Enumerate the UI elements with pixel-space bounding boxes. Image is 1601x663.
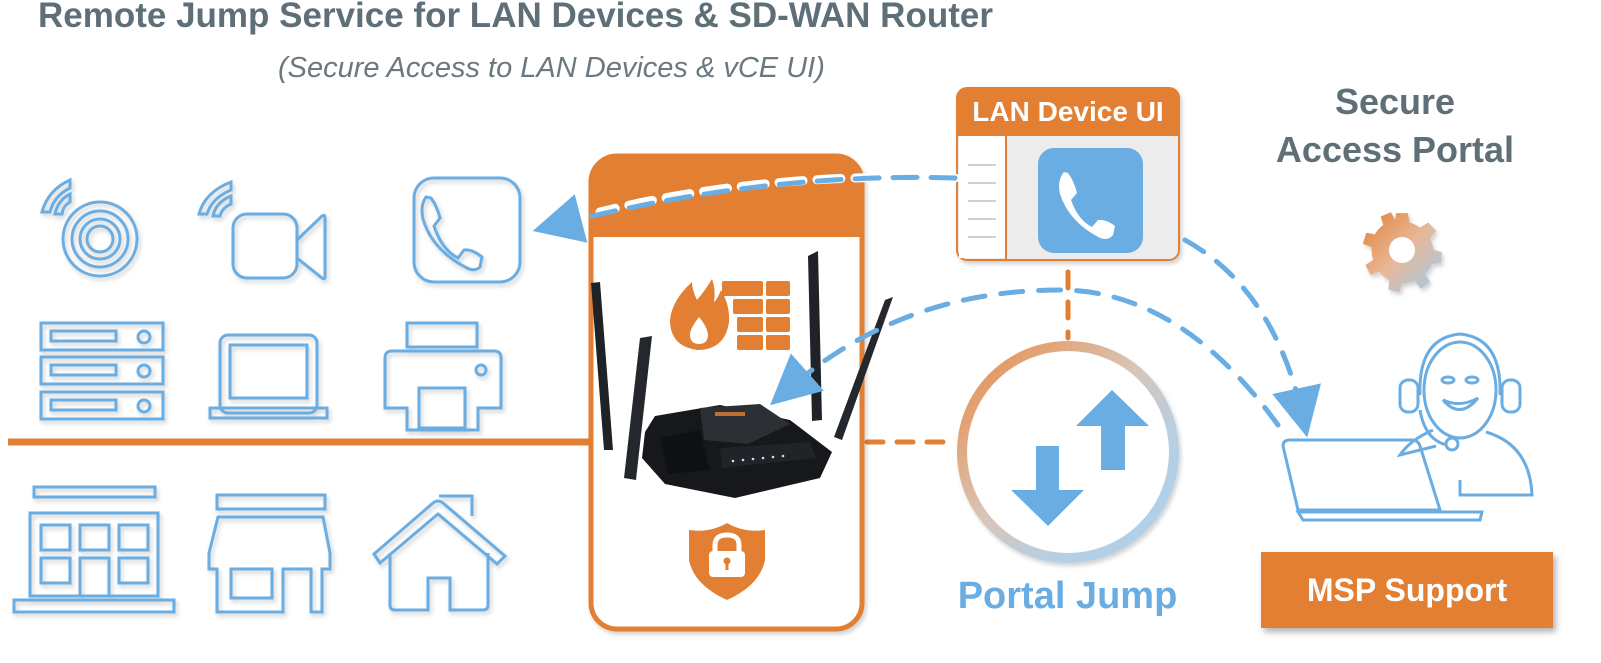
msp-to-router-flow-arrow: [770, 287, 1281, 428]
router-image: [591, 251, 893, 498]
sidebar-menu-lines: [968, 164, 996, 238]
ui-to-msp-flow-arrow: [1182, 237, 1322, 438]
phone-app-icon: [1038, 148, 1143, 253]
diagram-title: Remote Jump Service for LAN Devices & SD…: [38, 0, 993, 35]
secure-access-portal-title: Secure Access Portal: [1255, 78, 1535, 174]
firewall-icon: [670, 279, 790, 350]
portal-jump-circle: [957, 341, 1179, 563]
server-icon: [39, 321, 165, 421]
portal-jump-label: Portal Jump: [957, 575, 1178, 617]
msp-support-label: MSP Support: [1306, 571, 1508, 608]
portal-title-line2: Access Portal: [1275, 129, 1515, 170]
diagram-subtitle: (Secure Access to LAN Devices & vCE UI): [278, 52, 825, 84]
phone-icon: [412, 176, 522, 284]
ui-to-phone-flow-arrow: [532, 174, 958, 243]
portal-title-line1: Secure: [1334, 81, 1456, 122]
home-icon: [372, 494, 508, 612]
office-building-icon: [12, 485, 176, 614]
printer-icon: [383, 321, 503, 432]
security-lock-shield-icon: [689, 523, 765, 600]
support-agent-laptop-icon: [1281, 332, 1534, 522]
up-down-arrows-icon: [1011, 390, 1149, 526]
lan-device-ui-title: LAN Device UI: [957, 88, 1179, 136]
gear-icon: [1362, 212, 1442, 293]
video-camera-icon: [197, 179, 327, 281]
laptop-icon: [208, 333, 329, 420]
router-panel: [588, 153, 865, 632]
wireless-sensor-icon: [40, 177, 139, 278]
msp-support-button[interactable]: MSP Support: [1261, 552, 1553, 628]
store-icon: [207, 493, 332, 614]
